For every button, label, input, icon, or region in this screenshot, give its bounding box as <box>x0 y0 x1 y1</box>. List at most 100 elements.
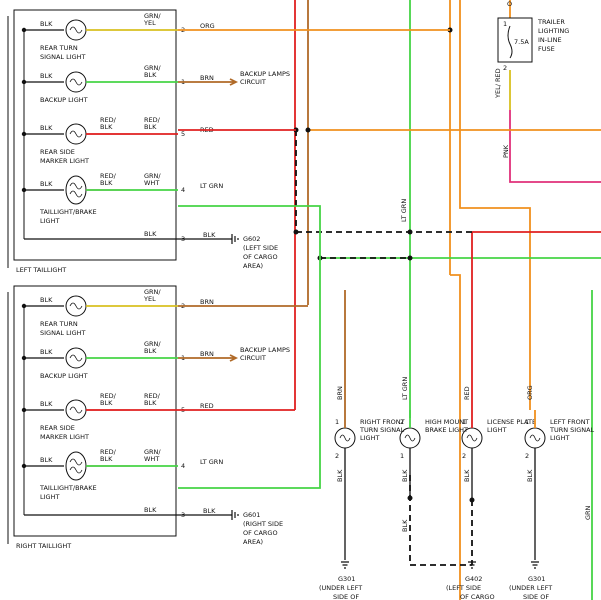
out-wire-label: BLK <box>144 123 157 131</box>
out-wire-label: GRN/ <box>144 448 161 456</box>
filament-icon <box>466 434 478 442</box>
ground-out-wire: BLK <box>144 230 157 238</box>
ground-location: (LEFT SIDE <box>446 584 481 592</box>
bottom-light-name: LEFT FRONT <box>550 418 590 426</box>
filament-icon <box>69 78 83 86</box>
filament-icon <box>69 302 83 310</box>
filament-icon <box>69 406 83 414</box>
pin-bottom: 1 <box>400 452 404 460</box>
lamp-name: TAILLIGHT/BRAKE <box>39 208 97 216</box>
fuse-rating: 7.5A <box>514 38 529 46</box>
ground-location: (UNDER LEFT <box>319 584 362 592</box>
circuit-label: LT GRN <box>200 182 223 190</box>
ground-out-wire: BLK <box>144 506 157 514</box>
circuit-label: RED <box>200 402 214 410</box>
taillight-box <box>13 285 177 537</box>
ground-id: G301 <box>338 575 355 583</box>
circuit-destination: BACKUP LAMPS <box>240 346 290 354</box>
pin-bottom: 2 <box>335 452 339 460</box>
bottom-light-name: RIGHT FRONT <box>360 418 405 426</box>
lamp-in-wire: BLK <box>40 400 53 408</box>
fuse-label-2: LIGHTING <box>538 27 569 35</box>
orange-trunk-lower <box>450 274 461 600</box>
circuit-label: ORG <box>200 22 215 30</box>
filament-icon <box>69 26 83 34</box>
lamp-name: SIGNAL LIGHT <box>40 53 86 61</box>
lamp-name: SIGNAL LIGHT <box>40 329 86 337</box>
pin-bottom: 2 <box>525 452 529 460</box>
lamp-name: BACKUP LIGHT <box>40 372 88 380</box>
circuit-label: BLK <box>203 507 216 515</box>
out-wire-label: GRN/ <box>144 172 161 180</box>
pin-top: 1 <box>335 418 339 426</box>
lamp-in-wire: BLK <box>40 348 53 356</box>
ground-symbol-icon <box>341 561 349 569</box>
mid-wire-label: RED/ <box>100 392 117 400</box>
lamp-in-wire: BLK <box>40 180 53 188</box>
lamp-name: TAILLIGHT/BRAKE <box>39 484 97 492</box>
lamp-in-wire: BLK <box>40 20 53 28</box>
ground-location: (RIGHT SIDE <box>243 520 283 528</box>
trailer-fuse: 7.5A 1 2 O TRAILER LIGHTING IN-LINE FUSE… <box>494 0 569 158</box>
pnk-wire-label: PNK <box>502 144 510 158</box>
junction-dot <box>407 255 413 261</box>
circuit-label: BRN <box>200 298 214 306</box>
circuit-label: BRN <box>200 74 214 82</box>
taillight-title: LEFT TAILLIGHT <box>16 266 66 274</box>
out-wire-label: WHT <box>144 179 159 187</box>
filament-icon <box>339 434 351 442</box>
lamp-in-wire: BLK <box>40 124 53 132</box>
right-tail-feed <box>178 258 321 489</box>
lamp-name: REAR TURN <box>40 44 78 52</box>
circuit-label: BRN <box>200 350 214 358</box>
junction-dot <box>469 497 475 503</box>
bottom-light-name: TURN SIGNAL <box>549 426 595 434</box>
ground-symbol-icon <box>531 561 539 569</box>
grn-edge-label: GRN <box>584 505 592 520</box>
lamp-name: MARKER LIGHT <box>40 433 89 441</box>
fuse-wire-top: O <box>507 0 512 8</box>
connector-pin: 5 <box>181 130 185 138</box>
bulb-icon <box>65 175 87 205</box>
lt-grn-vertical-label: LT GRN <box>400 199 408 222</box>
out-wire-label: GRN/ <box>144 12 161 20</box>
filament-icon <box>69 182 83 198</box>
connector-pin: 3 <box>181 235 185 243</box>
bottom-light-name: LICENSE PLATE <box>487 418 536 426</box>
lamp-name: LIGHT <box>40 217 59 225</box>
lamp-in-wire: BLK <box>40 72 53 80</box>
out-wire-label: GRN/ <box>144 340 161 348</box>
top-wire-label: LT GRN <box>401 377 409 400</box>
circuit-label: LT GRN <box>200 458 223 466</box>
mid-wire-label: BLK <box>100 179 113 187</box>
ground-symbol-icon <box>231 234 239 244</box>
out-wire-label: WHT <box>144 455 159 463</box>
backup-arrow-icon <box>178 78 239 86</box>
pink-wire <box>509 110 601 183</box>
junction-dot <box>293 229 299 235</box>
filament-icon <box>529 434 541 442</box>
lamp-name: REAR SIDE <box>40 424 75 432</box>
ground-symbol-icon <box>468 561 476 569</box>
top-wire-label: ORG <box>526 385 534 400</box>
backup-arrow-icon <box>178 354 239 362</box>
fuse-label-3: IN-LINE <box>538 36 562 44</box>
filament-icon <box>69 130 83 138</box>
bottom-wire-label: BLK <box>526 469 534 482</box>
left-tail-feed <box>178 205 321 258</box>
lower-wire-label: BLK <box>401 519 409 532</box>
bottom-light-name: LIGHT <box>550 434 569 442</box>
bottom-wire-label: BLK <box>463 469 471 482</box>
out-wire-label: GRN/ <box>144 64 161 72</box>
circuit-destination: BACKUP LAMPS <box>240 70 290 78</box>
ground-location: SIDE OF <box>523 593 549 600</box>
ground-location: (UNDER LEFT <box>509 584 552 592</box>
ground-location: OF CARGO <box>243 253 278 261</box>
ground-bus <box>295 130 473 566</box>
